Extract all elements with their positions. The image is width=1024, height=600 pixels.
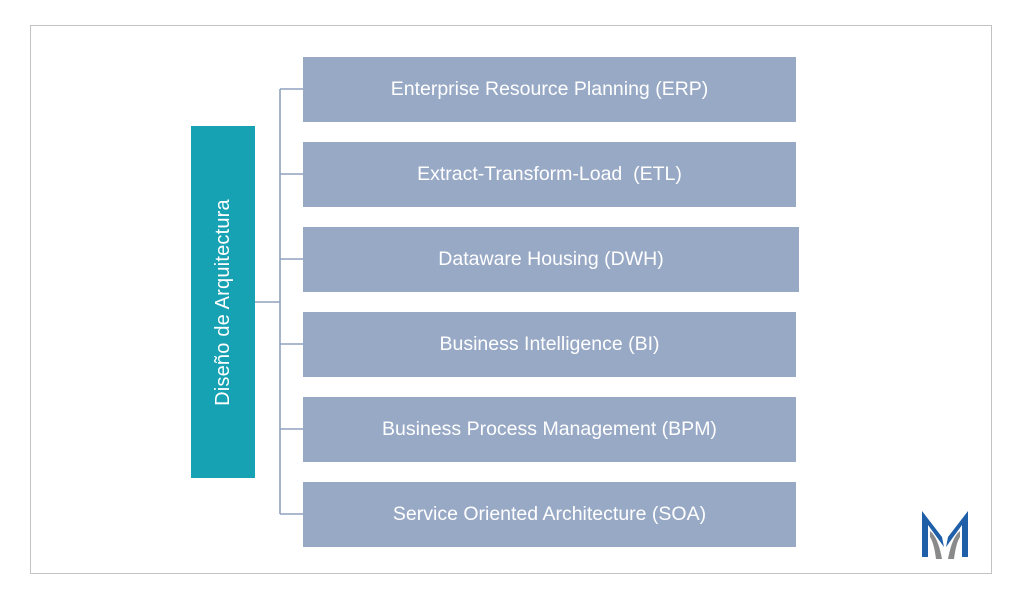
item-node-dwh: Dataware Housing (DWH) <box>303 227 799 292</box>
m-logo-blue-left <box>922 511 944 557</box>
item-node-bi: Business Intelligence (BI) <box>303 312 796 377</box>
root-node: Diseño de Arquitectura <box>191 126 255 478</box>
item-node-label: Business Process Management (BPM) <box>382 418 717 440</box>
m-logo-icon <box>922 511 968 559</box>
item-node-label: Dataware Housing (DWH) <box>438 248 664 270</box>
item-node-label: Extract-Transform-Load (ETL) <box>417 163 682 185</box>
root-node-label: Diseño de Arquitectura <box>211 198 234 406</box>
m-logo-grey-left <box>930 531 942 559</box>
item-node-label: Service Oriented Architecture (SOA) <box>392 503 707 525</box>
item-node-etl: Extract-Transform-Load (ETL) <box>303 142 796 207</box>
item-node-bpm: Business Process Management (BPM) <box>303 397 796 462</box>
item-node-erp: Enterprise Resource Planning (ERP) <box>303 57 796 122</box>
m-logo-blue-right <box>946 511 968 557</box>
m-logo-grey-right <box>948 531 960 559</box>
item-node-label: Enterprise Resource Planning (ERP) <box>390 78 709 100</box>
item-node-label: Business Intelligence (BI) <box>439 333 660 355</box>
item-node-soa: Service Oriented Architecture (SOA) <box>303 482 796 547</box>
